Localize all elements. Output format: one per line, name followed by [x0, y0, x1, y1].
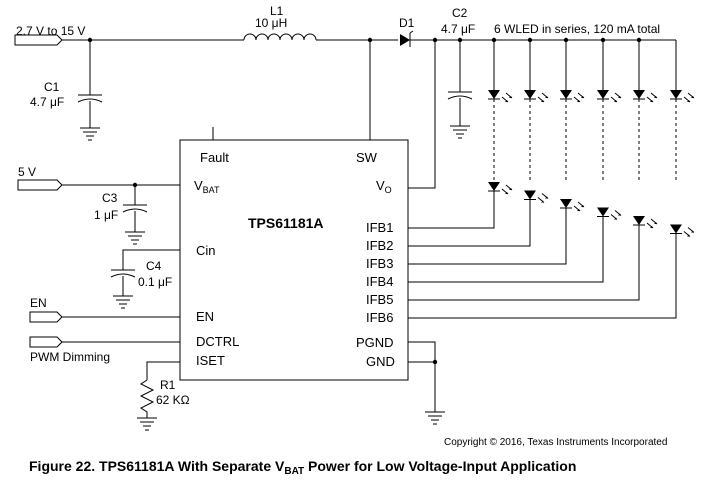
ground-icon [125, 231, 145, 245]
pin-ifb6: IFB6 [366, 310, 393, 325]
pwm-terminal [29, 336, 63, 348]
l1-inductor [243, 33, 317, 41]
wled-icon [524, 90, 549, 103]
l1-name: L1 [270, 4, 284, 18]
pin-ifb5: IFB5 [366, 292, 393, 307]
pin-ifb4: IFB4 [366, 274, 393, 289]
c2-value: 4.7 μF [441, 22, 475, 36]
wled-icon [670, 90, 695, 103]
ifb-wire [408, 216, 604, 283]
vo-feedback-wire [408, 40, 436, 189]
junction-dot [563, 37, 569, 43]
pin-fault: Fault [200, 150, 229, 165]
l1-value: 10 μH [255, 16, 287, 30]
c3-name: C3 [102, 191, 118, 205]
wled-icon [488, 90, 513, 103]
pin-ifb3: IFB3 [366, 256, 393, 271]
wled-icon [488, 182, 513, 195]
pin-pgnd: PGND [356, 335, 394, 350]
c4-name: C4 [146, 259, 162, 273]
cin-wire [122, 249, 180, 270]
ifb-wire [408, 208, 567, 265]
ifb-wire [408, 199, 531, 247]
vin-terminal [14, 34, 63, 46]
c1-capacitor [77, 94, 103, 128]
r1-resistor [139, 379, 155, 418]
figure-caption: Figure 22. TPS61181A With Separate VBAT … [29, 458, 576, 477]
vbat-supply-label: 5 V [18, 165, 36, 179]
copyright-notice: Copyright © 2016, Texas Instruments Inco… [444, 437, 667, 448]
c4-capacitor [110, 269, 136, 296]
ifb-wire [408, 225, 640, 301]
wled-icon [633, 90, 658, 103]
junction-dot [527, 37, 533, 43]
wled-icon [560, 199, 585, 212]
c2-capacitor [447, 40, 473, 126]
ground-icon [80, 127, 100, 141]
iset-wire [146, 361, 180, 380]
vin-label: 2.7 V to 15 V [16, 24, 85, 38]
pin-en: EN [196, 309, 214, 324]
pin-vo: VO [376, 178, 392, 195]
wled-icon [597, 90, 622, 103]
r1-value: 62 KΩ [156, 393, 190, 407]
pwm-input-label: PWM Dimming [30, 350, 110, 364]
wled-icon [560, 90, 585, 103]
pin-dctrl: DCTRL [196, 334, 239, 349]
junction-dot [600, 37, 606, 43]
pin-iset: ISET [196, 353, 225, 368]
c4-value: 0.1 μF [138, 275, 172, 289]
c1-name: C1 [44, 80, 60, 94]
pin-ifb2: IFB2 [366, 238, 393, 253]
ic-name: TPS61181A [248, 215, 324, 231]
junction-dot [87, 37, 93, 43]
led-strings [408, 37, 695, 319]
ifb-wire [408, 233, 677, 319]
pin-ifb1: IFB1 [366, 220, 393, 235]
junction-dot [636, 37, 642, 43]
ground-icon [425, 411, 445, 425]
pin-gnd: GND [366, 354, 395, 369]
d1-diode [400, 30, 414, 47]
ic-body [179, 139, 409, 381]
ground-icon [137, 417, 157, 431]
r1-name: R1 [160, 378, 176, 392]
wled-icon [524, 190, 549, 203]
ground-icon [450, 125, 470, 139]
d1-name: D1 [399, 16, 415, 30]
en-terminal [29, 311, 63, 323]
c3-capacitor [122, 185, 148, 232]
c1-value: 4.7 μF [30, 95, 64, 109]
ifb-wire [408, 191, 495, 229]
vbat-terminal [17, 179, 63, 191]
wled-icon [670, 224, 695, 237]
en-input-label: EN [30, 296, 47, 310]
c2-name: C2 [452, 6, 468, 20]
junction-dot [491, 37, 497, 43]
wled-icon [597, 207, 622, 220]
pin-cin: Cin [196, 243, 216, 258]
pin-vbat: VBAT [194, 178, 220, 195]
c3-value: 1 μF [94, 208, 118, 222]
pgnd-wire [408, 341, 436, 412]
pin-sw: SW [356, 150, 378, 165]
ground-icon [113, 295, 133, 309]
junction-dot [432, 359, 438, 365]
wled-label: 6 WLED in series, 120 mA total [494, 22, 660, 36]
wled-icon [633, 216, 658, 229]
